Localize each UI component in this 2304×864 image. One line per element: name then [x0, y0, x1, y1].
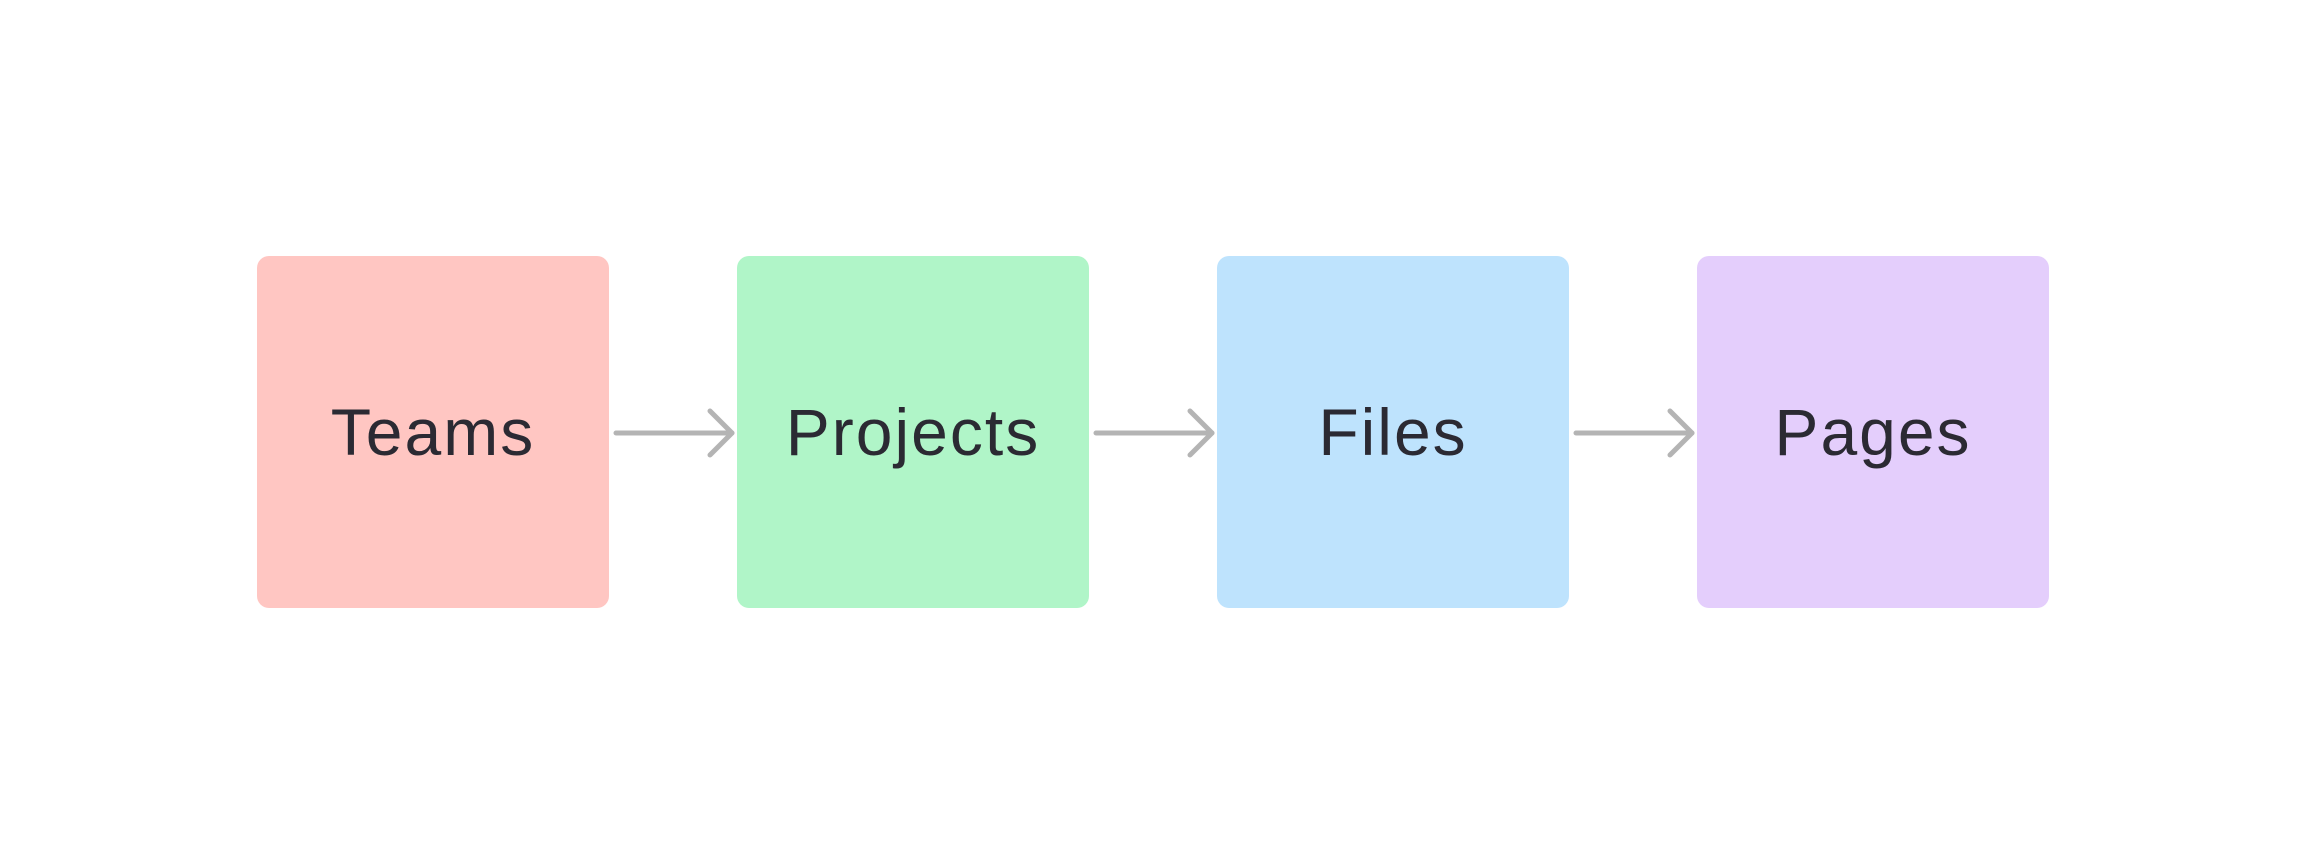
arrow-right-icon [1093, 408, 1215, 458]
node-projects-label: Projects [785, 395, 1041, 469]
arrow-files-to-pages [1573, 408, 1695, 458]
node-pages-label: Pages [1774, 395, 1972, 469]
node-files: Files [1217, 256, 1569, 608]
arrow-right-icon [1573, 408, 1695, 458]
node-pages: Pages [1697, 256, 2049, 608]
arrow-right-icon [613, 408, 735, 458]
node-projects: Projects [737, 256, 1089, 608]
node-teams: Teams [257, 256, 609, 608]
arrow-projects-to-files [1093, 408, 1215, 458]
node-teams-label: Teams [330, 395, 536, 469]
node-files-label: Files [1318, 395, 1468, 469]
arrow-teams-to-projects [613, 408, 735, 458]
